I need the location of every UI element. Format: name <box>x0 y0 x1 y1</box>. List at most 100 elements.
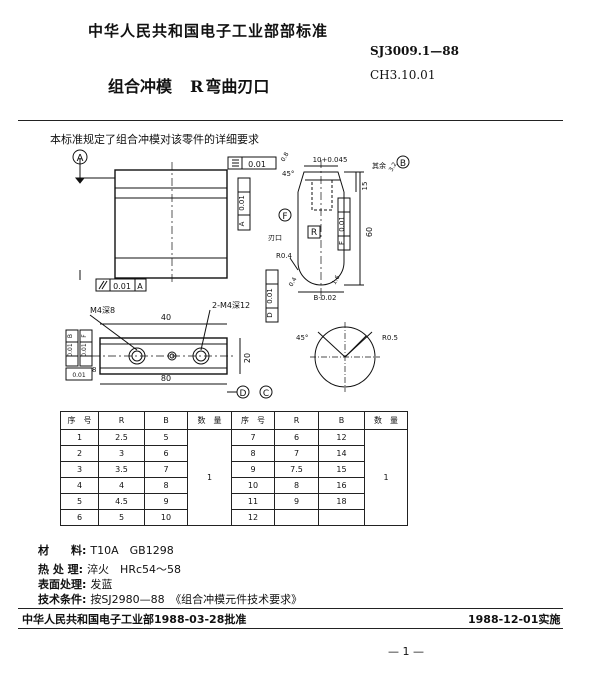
cell: 18 <box>318 493 365 510</box>
fc-perp-value: 0.01 <box>238 195 246 211</box>
cell: 3 <box>98 445 145 462</box>
cell: 4.5 <box>98 493 145 510</box>
cell: 1 <box>60 429 99 446</box>
footer-rule-bottom <box>18 628 563 629</box>
header-rule <box>18 120 563 121</box>
page-number: — 1 — <box>388 645 424 658</box>
datum-a-circle <box>72 149 88 165</box>
ch-number: CH3.10.01 <box>370 68 436 82</box>
fc-par-f2-value: 0.01 <box>81 343 88 357</box>
parallel-frame-f <box>337 197 351 251</box>
dim-15: 15 <box>361 182 369 191</box>
th-b-2: B <box>318 411 365 430</box>
cell: 3.5 <box>98 461 145 478</box>
cell: 6 <box>144 445 188 462</box>
bottom-view <box>92 337 235 375</box>
note-r05: R0.5 <box>382 334 398 342</box>
intro-text: 本标准规定了组合冲模对该零件的详细要求 <box>50 133 259 146</box>
note-m4: M4深8 <box>90 306 115 315</box>
cell: 7 <box>144 461 188 478</box>
fc-flat-value: 0.01 <box>248 160 266 169</box>
front-view <box>74 158 228 285</box>
parallel-frame-b <box>65 329 79 367</box>
cell: 11 <box>231 493 275 510</box>
technical-drawing: A 0.01 0.01 A 0.01 A R F <box>65 149 410 399</box>
fc-par-b-value: 0.01 <box>67 343 74 357</box>
title-suffix: 弯曲刃口 <box>205 77 270 96</box>
cell: 16 <box>318 477 365 494</box>
table-header-row: 序 号 R B 数 量 序 号 R B 数 量 <box>60 411 408 430</box>
heat-label: 热 处 理: <box>38 563 84 576</box>
fc-par-f-datum: F <box>338 241 346 245</box>
effective-date: 1988-12-01实施 <box>468 613 561 626</box>
title-prefix: 组合冲模 <box>108 77 173 96</box>
title-r: R <box>190 77 204 96</box>
footer-rule-top <box>18 608 563 609</box>
cell: 8 <box>231 445 275 462</box>
cell: 9 <box>144 493 188 510</box>
material-line: 材 料:T10A GB1298 <box>38 542 174 558</box>
datum-b: B <box>400 159 406 169</box>
cell: 8 <box>144 477 188 494</box>
parallel-frame-d <box>265 269 279 323</box>
cell: 7 <box>231 429 275 446</box>
cell: 4 <box>98 477 145 494</box>
cell: 12 <box>231 509 275 526</box>
cell: 8 <box>274 477 319 494</box>
cell: 5 <box>98 509 145 526</box>
fc-par-d-value: 0.01 <box>266 288 274 304</box>
fc-par-f2-datum: F <box>81 334 88 338</box>
dim-20: 20 <box>243 353 252 363</box>
flatness-frame <box>227 156 277 170</box>
th-r-2: R <box>274 411 319 430</box>
org-standard-heading: 中华人民共和国电子工业部部标准 <box>88 22 329 40</box>
cell: 14 <box>318 445 365 462</box>
cell: 4 <box>60 477 99 494</box>
th-index-2: 序 号 <box>231 411 275 430</box>
cell: 3 <box>60 461 99 478</box>
dim-b: B-0.02 <box>314 294 337 302</box>
surface-label: 表面处理: <box>38 578 87 591</box>
note-2m: 2-M4深12 <box>212 301 250 310</box>
cell <box>274 509 319 526</box>
datum-f: F <box>282 212 287 222</box>
cell: 9 <box>274 493 319 510</box>
dim-8: 8 <box>92 366 96 374</box>
rough-32: 3.2 <box>388 161 399 173</box>
rough-16: 1.6 <box>331 274 342 286</box>
cell: 2 <box>60 445 99 462</box>
datum-d: D <box>240 389 247 399</box>
standard-number: SJ3009.1—88 <box>370 44 459 58</box>
cell: 6 <box>60 509 99 526</box>
surface-value: 发蓝 <box>90 578 113 591</box>
detail-view <box>310 322 380 392</box>
datum-a: A <box>77 153 84 164</box>
cell: 9 <box>231 461 275 478</box>
cell: 7.5 <box>274 461 319 478</box>
dim-10: 10+0.045 <box>313 156 348 164</box>
material-label: 材 料: <box>38 544 87 557</box>
cell <box>318 509 365 526</box>
surface-line: 表面处理:发蓝 <box>38 576 112 592</box>
cell: 10 <box>231 477 275 494</box>
fc-par-a-datum: A <box>137 282 143 291</box>
cell: 10 <box>144 509 188 526</box>
dim-60: 60 <box>365 227 374 237</box>
fc-par-d-datum: D <box>266 312 274 317</box>
datum-f-circle <box>278 208 292 222</box>
th-index: 序 号 <box>60 411 99 430</box>
datum-c-circle <box>259 385 273 399</box>
note-rest: 其余 <box>372 161 386 170</box>
tech-label: 技术条件: <box>38 593 87 606</box>
tech-value: 按SJ2980—88 《组合冲模元件技术要求》 <box>90 593 303 606</box>
parallel-frame-a <box>95 278 147 292</box>
th-r: R <box>98 411 145 430</box>
th-qty-2: 数 量 <box>364 411 408 430</box>
note-r04: R0.4 <box>276 252 293 260</box>
